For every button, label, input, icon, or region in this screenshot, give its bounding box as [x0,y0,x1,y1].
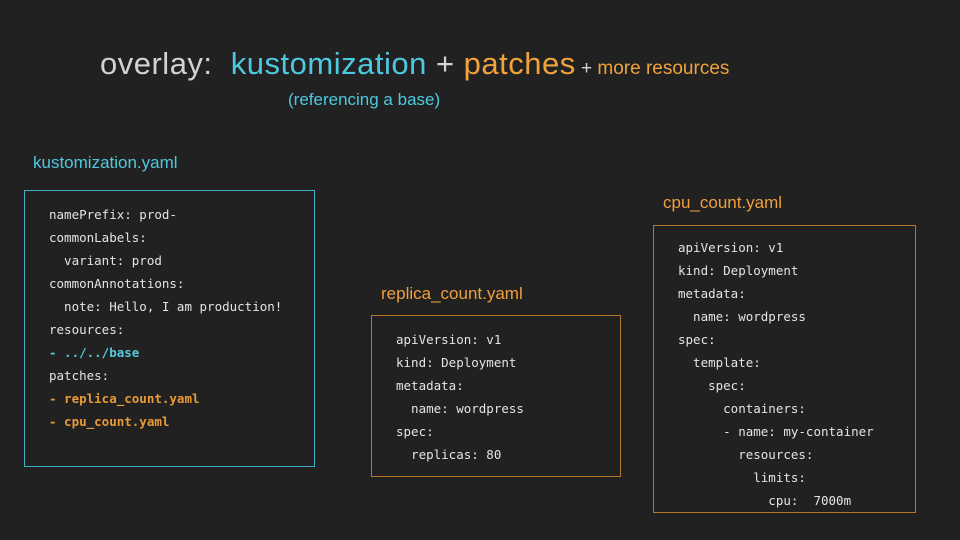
code-line: template: [678,355,761,370]
code-line: containers: [678,401,806,416]
code-line: - name: my-container [678,424,874,439]
code-line: kind: Deployment [678,263,799,278]
title-patches: patches [463,46,576,81]
code-line: variant: prod [49,253,162,268]
code-line: commonLabels: [49,230,147,245]
code-line: metadata: [678,286,746,301]
code-line: - ../../base [49,345,140,360]
title-spacer [222,46,231,82]
code-line: limits: [678,470,806,485]
code-line: metadata: [396,378,464,393]
title-subtitle: (referencing a base) [288,90,441,109]
title-plus1: + [426,46,464,81]
file-label-replica-count: replica_count.yaml [381,284,523,303]
code-line: resources: [678,447,814,462]
code-line: spec: [678,332,716,347]
code-line: commonAnnotations: [49,276,185,291]
title-kustomization: kustomization [230,46,427,81]
code-line: note: Hello, I am production! [49,299,283,314]
code-line: patches: [49,368,110,383]
code-line: kind: Deployment [396,355,517,370]
code-line: spec: [678,378,746,393]
title-overlay: overlay: [100,46,222,81]
code-line: replicas: 80 [396,447,502,462]
code-line: cpu: 7000m [678,493,852,508]
code-line: namePrefix: prod- [49,207,177,222]
code-line: apiVersion: v1 [396,332,502,347]
codebox-kustomization: namePrefix: prod-commonLabels: variant: … [24,190,315,467]
file-label-cpu-count: cpu_count.yaml [663,193,783,212]
title-more-resources: more resources [597,58,730,79]
code-line: name: wordpress [678,309,806,324]
title-plus2: + [575,58,598,79]
slide-title: overlay: kustomization + patches + more … [100,46,729,82]
code-line: name: wordpress [396,401,524,416]
code-line: resources: [49,322,125,337]
code-line: spec: [396,424,434,439]
file-label-kustomization: kustomization.yaml [33,153,178,172]
code-line: - cpu_count.yaml [49,414,170,429]
code-line: - replica_count.yaml [49,391,200,406]
code-line: apiVersion: v1 [678,240,784,255]
